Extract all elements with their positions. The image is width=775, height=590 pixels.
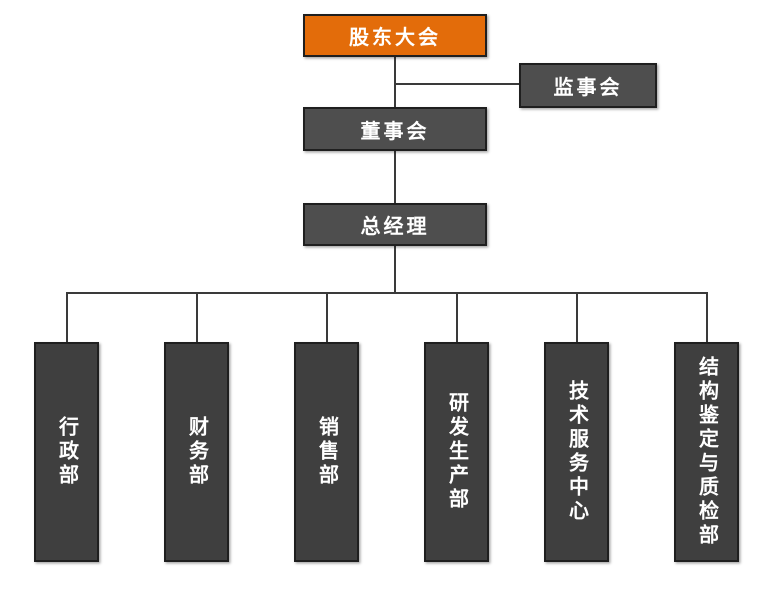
connector-drop-dept-1	[66, 292, 68, 342]
connector-board-to-gm	[394, 151, 396, 203]
connector-drop-dept-3	[326, 292, 328, 342]
org-node-dept-finance: 财务部	[164, 342, 229, 562]
org-node-board-of-directors: 董事会	[303, 107, 487, 151]
connector-drop-dept-2	[196, 292, 198, 342]
connector-shareholders-to-board	[394, 57, 396, 108]
org-node-dept-administration: 行政部	[34, 342, 99, 562]
org-node-label: 财务部	[185, 416, 208, 488]
org-node-dept-sales: 销售部	[294, 342, 359, 562]
org-node-label: 技术服务中心	[565, 380, 588, 524]
org-node-label: 行政部	[55, 416, 78, 488]
connector-drop-dept-5	[576, 292, 578, 342]
connector-department-bus	[66, 292, 708, 294]
connector-drop-dept-6	[706, 292, 708, 342]
org-node-supervisory-board: 监事会	[519, 63, 657, 108]
org-node-label: 股东大会	[349, 27, 441, 49]
connector-drop-dept-4	[456, 292, 458, 342]
connector-branch-supervisory	[395, 83, 519, 85]
org-node-general-manager: 总经理	[303, 203, 487, 246]
org-node-label: 结构鉴定与质检部	[695, 356, 718, 548]
org-node-label: 研发生产部	[445, 392, 468, 512]
org-node-label: 董事会	[360, 120, 430, 143]
org-node-dept-technical-service-center: 技术服务中心	[544, 342, 609, 562]
connector-gm-to-bus	[394, 246, 396, 293]
org-node-dept-rnd-production: 研发生产部	[424, 342, 489, 562]
org-node-shareholders-meeting: 股东大会	[303, 14, 487, 57]
org-node-label: 总经理	[360, 216, 430, 238]
org-node-label: 监事会	[553, 77, 623, 99]
org-node-dept-structural-appraisal-quality-inspection: 结构鉴定与质检部	[674, 342, 739, 562]
org-node-label: 销售部	[315, 416, 338, 488]
